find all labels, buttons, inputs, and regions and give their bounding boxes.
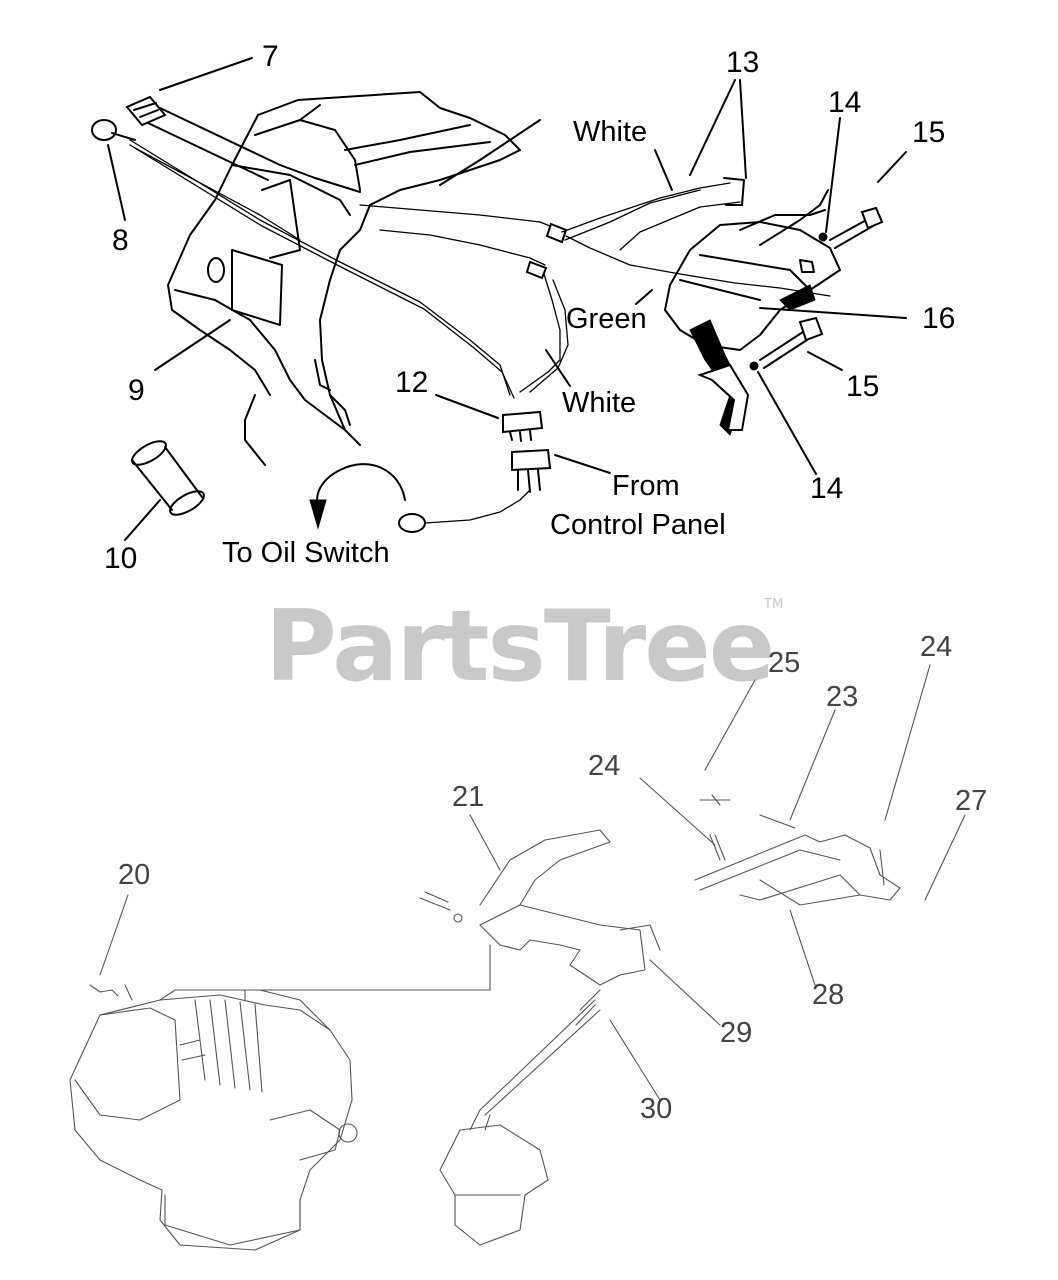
blower-housing <box>167 91 541 466</box>
callout-23: 23 <box>826 681 858 713</box>
part-16-ignition-module <box>664 189 841 436</box>
callout-15-bottom: 15 <box>846 370 879 403</box>
callout-20: 20 <box>118 859 150 891</box>
parts-tree-watermark: PartsTree <box>265 590 773 704</box>
callout-24-left: 24 <box>588 750 620 782</box>
callout-14-bottom: 14 <box>810 472 843 505</box>
callout-15-top: 15 <box>912 116 945 149</box>
callout-16: 16 <box>922 302 955 335</box>
label-white-mid: White <box>562 387 636 419</box>
wire-harness <box>359 177 831 393</box>
lower-leader-lines <box>99 664 966 1101</box>
callout-13: 13 <box>726 46 759 79</box>
part-8-grommet <box>91 119 515 399</box>
part-15-screws <box>749 206 884 371</box>
lower-carburetor <box>439 1109 549 1246</box>
label-from: From <box>612 470 680 502</box>
upper-leader-lines <box>107 57 907 541</box>
label-control-panel: Control Panel <box>550 509 726 541</box>
callout-9: 9 <box>128 374 145 407</box>
callout-12: 12 <box>395 366 428 399</box>
callout-29: 29 <box>720 1017 752 1049</box>
callout-28: 28 <box>812 979 844 1011</box>
label-to-oil-switch: To Oil Switch <box>222 537 390 569</box>
callout-8: 8 <box>112 224 129 257</box>
callout-10: 10 <box>104 542 137 575</box>
lower-engine-assembly <box>69 944 491 1251</box>
callout-30: 30 <box>640 1093 672 1125</box>
lower-governor-linkage <box>419 829 661 1116</box>
callout-27: 27 <box>955 785 987 817</box>
callout-25: 25 <box>768 647 800 679</box>
label-white-top: White <box>573 116 647 148</box>
part-7-connector <box>125 95 361 193</box>
lower-throttle-bracket <box>694 794 901 906</box>
part-12-connector <box>502 410 552 493</box>
ground-ring <box>309 463 531 533</box>
trademark-mark: TM <box>763 597 783 612</box>
callout-21: 21 <box>452 781 484 813</box>
callout-14-top: 14 <box>828 86 861 119</box>
callout-7: 7 <box>262 40 279 73</box>
part-10-sleeve <box>131 440 205 516</box>
callout-24-right: 24 <box>920 631 952 663</box>
label-green: Green <box>566 303 647 335</box>
